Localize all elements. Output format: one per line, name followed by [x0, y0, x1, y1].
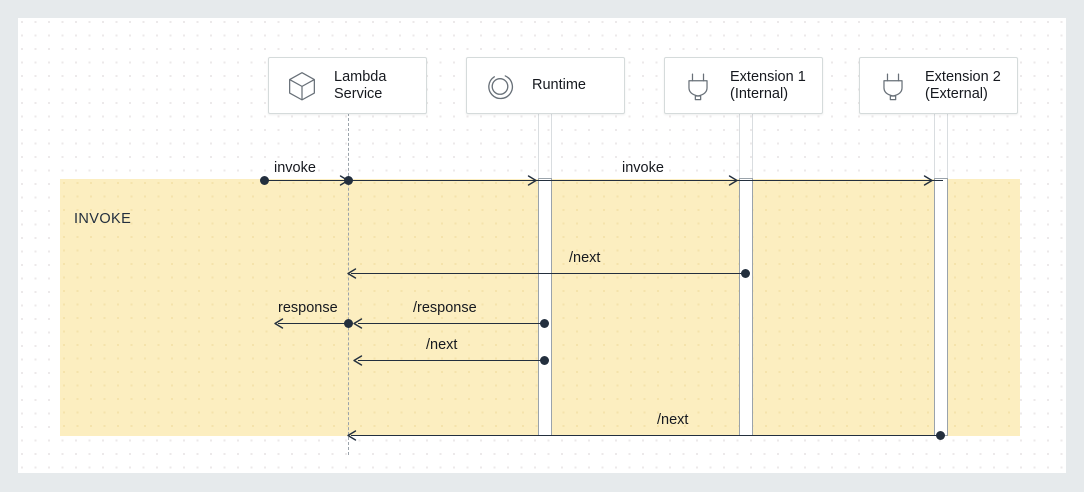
message-line-next-ext1 — [351, 273, 746, 274]
message-line-next-runtime — [358, 360, 545, 361]
message-label-invoke-in: invoke — [274, 160, 316, 176]
participant-label-runtime: Runtime — [532, 77, 586, 93]
message-label-next-ext2: /next — [657, 412, 689, 428]
message-origin-dot-next-runtime — [540, 355, 549, 365]
arrowhead-left-next-ext1 — [346, 267, 357, 279]
arrowhead-left-response-runtime — [352, 317, 363, 329]
lifeline-runtime-left — [538, 113, 539, 183]
invoke-phase-label: INVOKE — [74, 211, 132, 227]
message-line-next-ext2 — [351, 435, 941, 436]
diagram-canvas: INVOKE Lambda Service — [18, 18, 1066, 473]
activation-bar-runtime — [538, 178, 552, 436]
message-label-invoke-runtime: invoke — [622, 160, 664, 176]
arrowhead-left-next-ext2 — [346, 429, 357, 441]
participant-label-extension-1: Extension 1 (Internal) — [730, 68, 806, 102]
activation-bar-extension-2 — [934, 178, 948, 436]
arrowhead-left-response-out — [273, 317, 284, 329]
plug-icon — [679, 67, 717, 105]
runtime-circle-icon — [481, 67, 519, 105]
message-origin-dot-response-out — [344, 318, 353, 328]
message-label-response-out: response — [278, 300, 338, 316]
message-origin-dot-next-ext1 — [741, 268, 750, 278]
lifeline-runtime-right — [551, 113, 552, 183]
arrowhead-right-invoke-extension-1 — [728, 174, 739, 186]
arrowhead-left-next-runtime — [352, 354, 363, 366]
arrowhead-right-invoke-runtime — [527, 174, 538, 186]
message-origin-dot-next-ext2 — [936, 430, 945, 440]
plug-icon — [874, 67, 912, 105]
participant-extension-1[interactable]: Extension 1 (Internal) — [664, 57, 823, 114]
message-line-response-runtime — [358, 323, 545, 324]
message-origin-dot-invoke-in — [260, 175, 269, 185]
message-label-response-runtime: /response — [413, 300, 477, 316]
lifeline-extension-2-right — [947, 113, 948, 183]
message-origin-dot-response-runtime — [540, 318, 549, 328]
lifeline-lambda-service — [348, 113, 349, 455]
participant-label-extension-2: Extension 2 (External) — [925, 68, 1001, 102]
participant-label-lambda-service: Lambda Service — [334, 68, 387, 102]
message-origin-dot-invoke-runtime — [344, 175, 353, 185]
message-label-next-runtime: /next — [426, 337, 458, 353]
message-line-response-out — [278, 323, 349, 324]
activation-bar-extension-1 — [739, 178, 753, 436]
participant-extension-2[interactable]: Extension 2 (External) — [859, 57, 1018, 114]
participant-runtime[interactable]: Runtime — [466, 57, 625, 114]
lifeline-extension-1-left — [739, 113, 740, 183]
message-line-invoke-runtime — [349, 180, 943, 181]
lifeline-extension-1-right — [752, 113, 753, 183]
cube-icon — [283, 67, 321, 105]
participant-lambda-service[interactable]: Lambda Service — [268, 57, 427, 114]
arrowhead-right-invoke-extension-2 — [923, 174, 934, 186]
message-label-next-ext1: /next — [569, 250, 601, 266]
lifeline-extension-2-left — [934, 113, 935, 183]
message-line-invoke-in — [265, 180, 349, 181]
